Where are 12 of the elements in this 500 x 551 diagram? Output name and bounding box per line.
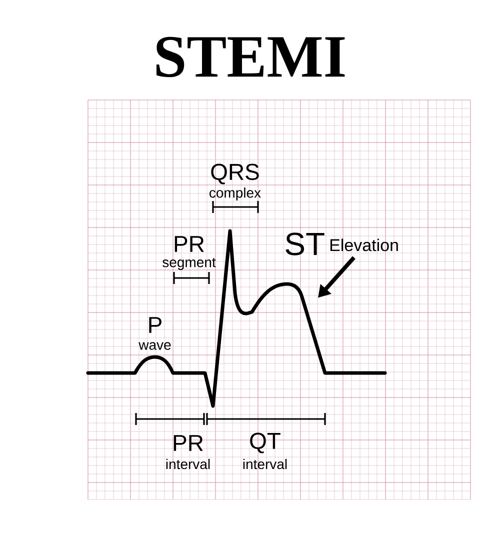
label: PR — [174, 236, 204, 252]
label: QRS — [211, 164, 259, 184]
title: STEMI — [156, 36, 345, 78]
label: PR — [174, 435, 203, 451]
label: segment — [162, 258, 216, 270]
label: wave — [138, 342, 171, 350]
label: interval — [166, 458, 210, 470]
label: QT — [250, 432, 280, 454]
label: interval — [243, 458, 287, 470]
label: complex — [210, 187, 261, 201]
callout-text: ST Elevation — [286, 232, 398, 256]
label: P — [149, 317, 162, 333]
